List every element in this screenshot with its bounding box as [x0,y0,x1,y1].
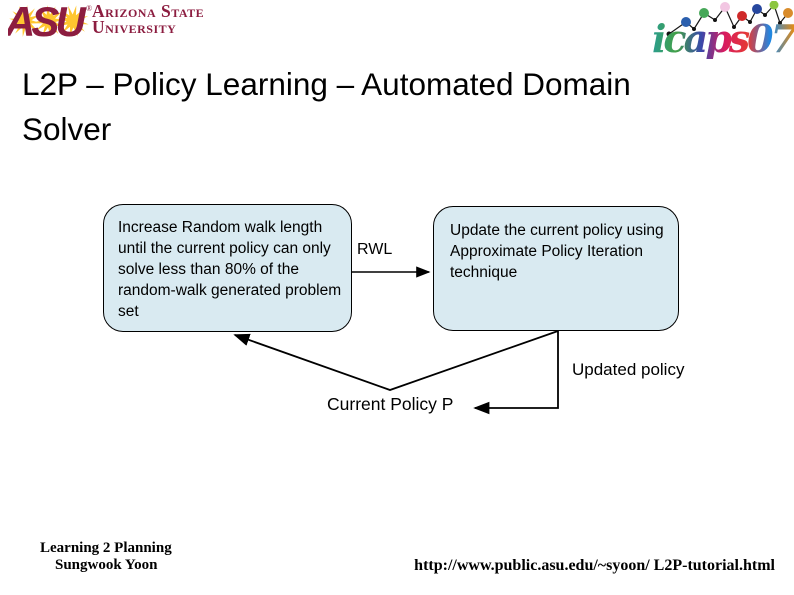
asu-wordmark-line2: University [92,17,176,37]
updated-policy-arrow [473,331,559,415]
update-policy-box: Update the current policy using Approxim… [433,206,679,331]
asu-wordmark-line1: Arizona State [92,2,204,21]
registered-mark-icon: ® [86,4,92,13]
footer-credit: Learning 2 Planning Sungwook Yoon [40,540,172,574]
update-policy-box-text: Update the current policy using Approxim… [450,222,664,282]
increase-rwl-box: Increase Random walk length until the cu… [103,204,352,332]
asu-acronym: ASU [8,2,87,45]
icaps-wordmark: icaps07 [652,16,794,59]
footer-credit-author: Sungwook Yoon [55,557,158,573]
asu-logo: ASU ® Arizona State University [8,2,204,45]
updated-policy-label: Updated policy [572,360,685,379]
increase-rwl-box-text: Increase Random walk length until the cu… [118,219,342,321]
icaps07-logo: icaps07 [652,1,794,59]
footer-url: http://www.public.asu.edu/~syoon/ L2P-tu… [414,557,775,574]
current-policy-label: Current Policy P [327,394,454,414]
rwl-label: RWL [357,241,393,258]
page-title: L2P – Policy Learning – Automated Domain… [22,66,631,148]
footer-credit-title: Learning 2 Planning [40,540,172,556]
icaps-network-icon [666,1,793,37]
feedback-loop-arrow [233,330,559,391]
